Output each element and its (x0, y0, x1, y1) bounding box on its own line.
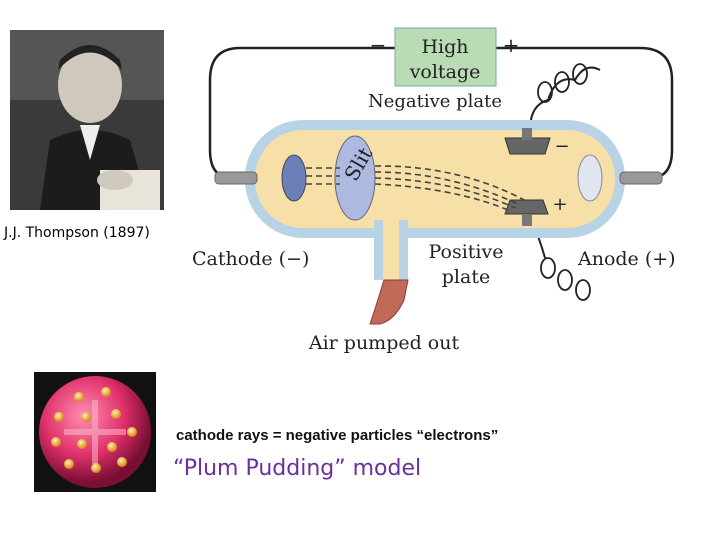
power-box-line2: voltage (409, 61, 481, 83)
pos-plate-sign: + (552, 194, 567, 215)
power-box-line1: High (421, 36, 468, 58)
anode-rod (619, 171, 663, 185)
electrons-note: cathode rays = negative particles “elect… (176, 427, 499, 444)
coil-bottom-icon (540, 257, 591, 301)
neg-plate-sign: − (554, 136, 569, 157)
power-minus-sign: − (370, 33, 387, 57)
cathode-label: Cathode (−) (192, 248, 309, 270)
plum-pudding-model-image (34, 372, 156, 492)
thompson-portrait (10, 30, 164, 210)
negative-plate (504, 137, 551, 155)
coil-top-icon (537, 63, 588, 103)
positive-plate-line1: Positive (429, 241, 504, 263)
cathode-rod (214, 171, 258, 185)
plum-pudding-model-title: “Plum Pudding” model (173, 456, 422, 481)
air-pumped-label: Air pumped out (308, 332, 460, 354)
vacuum-hose (369, 279, 409, 325)
power-supply-box (394, 27, 497, 87)
anode-label: Anode (+) (577, 248, 676, 270)
cathode-disc (281, 154, 307, 202)
negative-plate-label: Negative plate (368, 91, 502, 112)
portrait-caption: J.J. Thompson (1897) (4, 225, 150, 241)
cathode-ray-beam (306, 165, 529, 211)
power-plus-sign: + (503, 33, 520, 57)
anode-disc (577, 154, 603, 202)
positive-plate-line2: plate (442, 266, 490, 288)
